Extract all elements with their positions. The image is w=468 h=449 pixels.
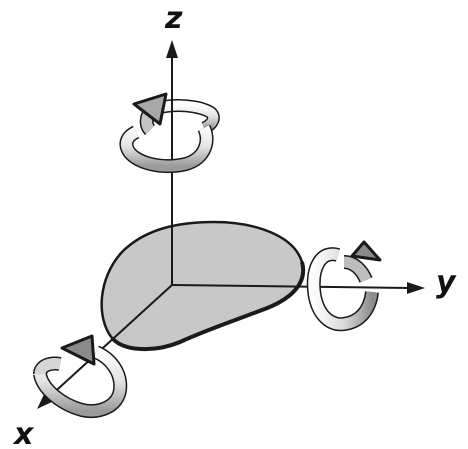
y-axis — [171, 284, 411, 289]
x-axis — [47, 284, 173, 399]
y-axis-arrowhead — [407, 282, 425, 294]
z-axis-arrowhead — [166, 40, 178, 58]
x-axis-arrowhead — [37, 390, 56, 409]
y-rotation-arrow-icon — [306, 240, 382, 332]
y-axis-label: y — [436, 265, 457, 300]
x-rotation-arrow-icon — [33, 334, 128, 418]
z-axis-label: z — [164, 1, 183, 36]
x-axis-label: x — [12, 417, 35, 449]
z-rotation-front — [119, 92, 214, 174]
